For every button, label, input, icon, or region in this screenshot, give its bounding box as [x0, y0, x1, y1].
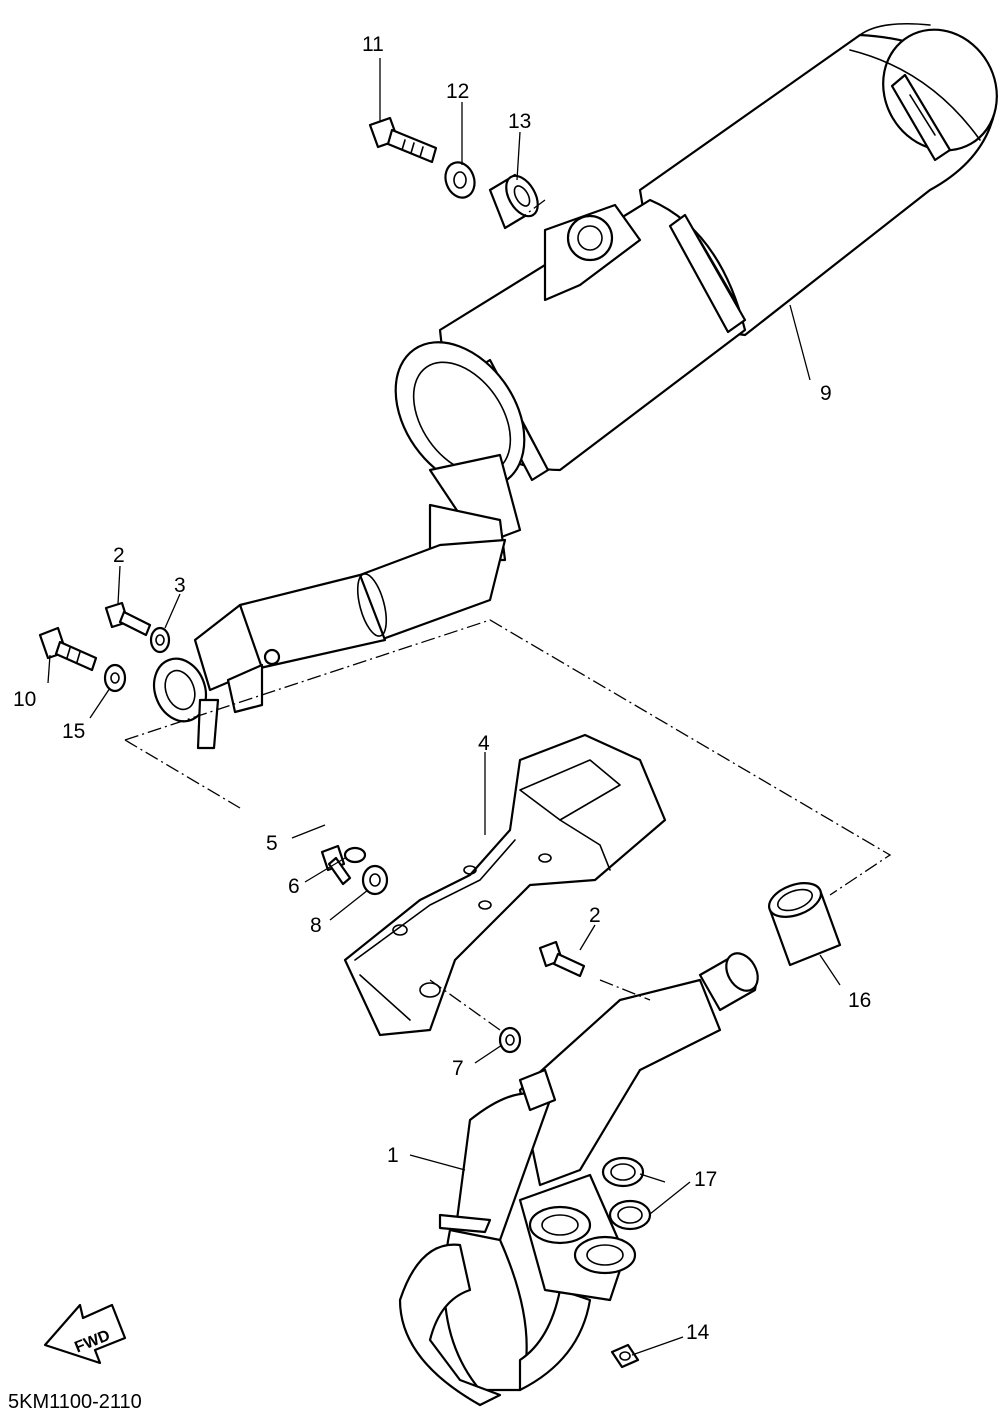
washer-part-6 [343, 846, 367, 864]
callout-10: 16 [848, 989, 871, 1012]
sleeve-part-10 [768, 882, 842, 967]
washer-part-12 [103, 663, 127, 693]
callout-12: 15 [62, 720, 85, 743]
bolt-part-2-lower [538, 940, 586, 978]
callout-3: 3 [174, 574, 186, 597]
forward-direction-arrow: FWD [43, 1303, 127, 1365]
assembly-lines [124, 199, 892, 1031]
bolt-part-2-upper [104, 601, 152, 637]
washer-part-3 [149, 626, 171, 654]
callout-17: 17 [694, 1168, 717, 1191]
callout-2-upper: 2 [113, 544, 125, 567]
nut-part-16 [610, 1343, 640, 1369]
callout-14: 12 [446, 80, 469, 103]
muffler-part-9 [152, 22, 998, 750]
callout-13: 11 [362, 33, 384, 56]
callout-15: 13 [508, 110, 531, 133]
bolt-part-13 [368, 116, 438, 164]
callout-11: 10 [13, 688, 36, 711]
exhaust-pipe-part-1 [398, 952, 759, 1407]
callout-7: 7 [452, 1057, 464, 1080]
drawing-code: 5KM1100-2110 [8, 1391, 142, 1413]
callout-9: 9 [820, 382, 832, 405]
callout-6: 6 [288, 875, 300, 898]
collar-part-7 [498, 1026, 522, 1054]
callout-1: 1 [387, 1144, 399, 1167]
grommet-part-8 [361, 864, 389, 896]
callout-2-lower: 2 [589, 904, 601, 927]
gaskets-part-17 [601, 1156, 652, 1231]
collar-part-15 [488, 173, 539, 230]
bolt-part-11 [38, 626, 98, 672]
callout-4: 4 [478, 732, 490, 755]
callout-16: 14 [686, 1321, 710, 1344]
callout-5: 5 [266, 832, 278, 855]
leader-lines [47, 58, 841, 1356]
heat-shield-part-4 [343, 733, 667, 1037]
callout-8: 8 [310, 914, 322, 937]
callouts: 11 12 13 9 2 3 10 15 4 5 6 8 2 16 7 1 17… [13, 33, 871, 1344]
washer-part-14 [444, 161, 476, 199]
